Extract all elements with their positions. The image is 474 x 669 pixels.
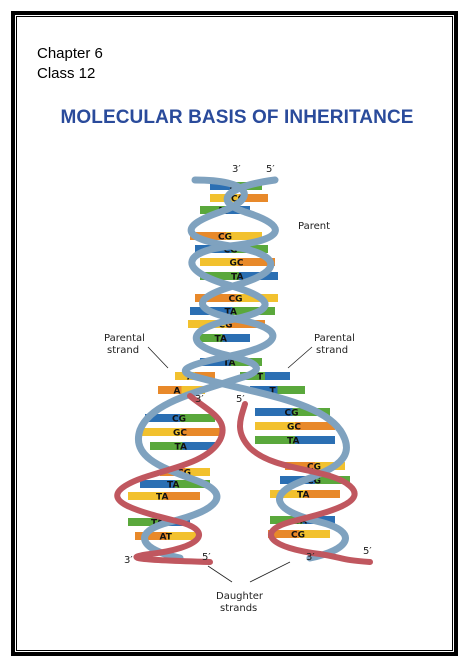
bottom-left-5prime-label: 5′ [202,552,211,563]
right-daughter-rung-right-61 [295,422,335,430]
parent-rung-left-0 [210,182,236,190]
dna-replication-figure: TA CG AT CG CG GC TA CG TA CG TA TA A TA T CG GC TA CG TA TA… [104,164,373,614]
left-daughter-base-label-42: TA [175,443,187,453]
parental-strand-left-label-1: Parental [104,333,145,344]
left-daughter-rung-right-43 [185,468,210,476]
bottom-right-3prime-label: 3′ [306,552,315,563]
parental-strand-left-label-2: strand [107,345,139,356]
left-daughter-rung-left-47 [135,532,168,540]
fork-base-label-23: A [174,387,181,397]
parent-rung-right-10 [222,334,250,342]
parent-base-label-6: TA [231,273,243,283]
chapter-heading: Chapter 6 Class 12 [37,44,103,84]
left-daughter-rung-left-44 [140,480,175,488]
daughter-strand-right [237,401,373,565]
parent-base-label-9: CG [219,321,233,331]
parent-base-label-5: GC [230,259,244,269]
fork-rung-left-24 [250,386,278,394]
parent-rung-left-3 [190,232,226,240]
right-daughter-base-label-65: TA [297,491,309,501]
parent-label: Parent [298,221,330,232]
page-title: MOLECULAR BASIS OF INHERITANCE [60,107,414,128]
parent-rung-left-6 [200,272,239,280]
parent-rung-right-5 [237,258,275,266]
class-number: Class 12 [37,65,96,82]
right-daughter-rung-left-67 [268,530,299,538]
parental-strand-right-label-1: Parental [314,333,355,344]
right-daughter-base-label-64: CG [307,477,321,487]
bottom-left-3prime-label: 3′ [124,555,133,566]
right-daughter-rung-left-65 [270,490,305,498]
parental-strand-right-pointer [287,346,313,369]
parent-base-label-3: CG [218,233,232,243]
left-daughter-rung-left-45 [128,492,164,500]
bottom-right-5prime-label: 5′ [363,546,372,557]
left-daughter-base-label-40: CG [172,415,186,425]
parent-rung-left-2 [200,206,225,214]
fork-right-end-label: 5′ [236,394,245,405]
left-daughter-rung-right-42 [182,442,215,450]
parent-base-label-8: TA [225,308,237,318]
parent-base-label-10: TA [215,335,227,345]
fork-left-end-label: 3′ [195,394,204,405]
left-daughter-rung-right-44 [175,480,210,488]
parent-rung-left-10 [195,334,223,342]
right-daughter-rung-left-62 [255,436,295,444]
daughter-label-1: Daughter [216,591,264,602]
right-daughter-rung-right-67 [299,530,330,538]
left-daughter-base-label-44: TA [167,481,179,491]
right-daughter-rung-right-64 [315,476,350,484]
base-pair-rungs: TA CG AT CG CG GC TA CG TA CG TA TA A TA T CG GC TA CG TA TA… [128,182,350,543]
left-daughter-rung-right-41 [181,428,222,436]
right-daughter-base-label-60: CG [285,409,299,419]
parent-base-label-4: CG [224,246,238,256]
top-3prime-label: 3′ [232,164,241,175]
right-daughter-rung-left-60 [255,408,293,416]
right-daughter-base-label-67: CG [291,531,305,541]
right-daughter-rung-left-61 [255,422,295,430]
fork-rung-right-22 [265,372,290,380]
parent-rung-left-7 [195,294,237,302]
fork-base-label-22: T [257,373,264,383]
parent-rung-left-5 [200,258,238,266]
left-daughter-rung-left-46 [128,518,159,526]
left-daughter-rung-right-45 [164,492,200,500]
fork-rung-right-24 [277,386,305,394]
left-daughter-rung-left-42 [150,442,183,450]
left-daughter-base-label-47: AT [160,533,173,543]
left-daughter-rung-right-47 [167,532,200,540]
left-daughter-base-label-45: TA [156,493,168,503]
parental-strand-right-label-2: strand [316,345,348,356]
right-daughter-base-label-62: TA [287,437,299,447]
daughter-label-2: strands [220,603,257,614]
daughter-pointer-left [207,565,233,583]
right-daughter-base-label-61: GC [287,423,301,433]
left-daughter-rung-right-40 [180,414,215,422]
left-daughter-rung-left-41 [140,428,181,436]
parental-strand-left-pointer [147,346,169,369]
right-daughter-rung-right-62 [295,436,335,444]
fork-rung-left-23 [158,386,182,394]
daughter-strand-left [114,393,226,565]
fork-base-label-24: T [270,387,277,397]
parent-rung-right-1 [239,194,268,202]
left-daughter-rung-left-40 [145,414,180,422]
page-border-outer [11,11,458,656]
page-border-inner [16,16,453,651]
top-5prime-label: 5′ [266,164,275,175]
right-daughter-rung-left-66 [270,516,303,524]
parent-backbone-b [134,176,279,562]
daughter-pointer-right [249,561,291,583]
parent-base-label-7: CG [229,295,243,305]
parent-rung-right-3 [226,232,262,240]
left-daughter-base-label-41: GC [173,429,187,439]
right-daughter-base-label-63: CG [307,463,321,473]
chapter-number: Chapter 6 [37,45,103,62]
right-daughter-rung-right-65 [305,490,340,498]
fork-base-label-20: TA [223,359,235,369]
